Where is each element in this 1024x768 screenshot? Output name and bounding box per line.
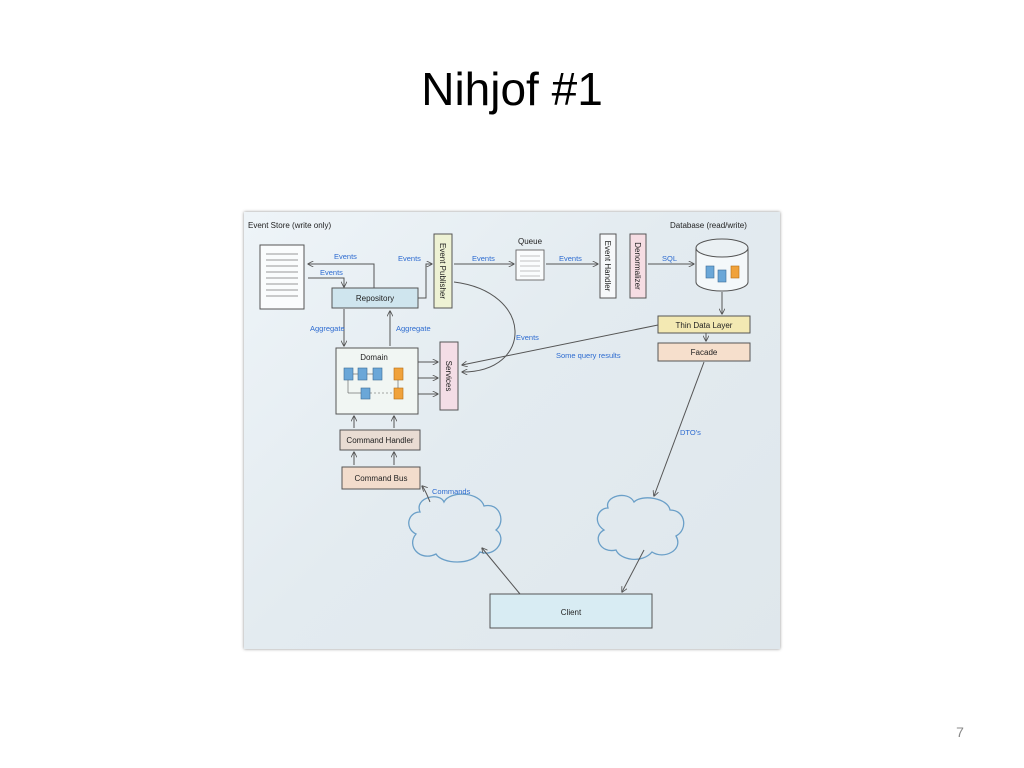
left-cloud [408, 493, 502, 563]
domain-box: Domain [335, 347, 419, 415]
domain-label: Domain [360, 353, 388, 362]
edge-label-events-store-top: Events [334, 252, 357, 261]
client-box: Client [489, 593, 653, 629]
architecture-diagram: Event Store (write only) Database (read/… [248, 221, 751, 629]
command-bus-box: Command Bus [341, 466, 421, 490]
connector-arrows [308, 264, 722, 595]
edge-label-events-store-bottom: Events [320, 268, 343, 277]
event-publisher-label: Event Publisher [438, 243, 447, 299]
edge-label-commands: Commands [432, 487, 471, 496]
edge-label-aggregate-left: Aggregate [310, 324, 345, 333]
services-label: Services [444, 361, 453, 392]
queue-label: Queue [518, 237, 543, 246]
slide-title: Nihjof #1 [421, 63, 603, 115]
denormalizer-box: Denormalizer [629, 233, 647, 299]
event-publisher-box: Event Publisher [433, 233, 453, 309]
thin-data-layer-label: Thin Data Layer [676, 321, 733, 330]
repository-label: Repository [356, 294, 394, 303]
event-store-document [259, 244, 305, 310]
command-handler-box: Command Handler [339, 429, 421, 451]
repository-box: Repository [331, 287, 419, 309]
edge-label-events-to-queue: Events [472, 254, 495, 263]
denormalizer-label: Denormalizer [633, 242, 642, 290]
facade-box: Facade [657, 342, 751, 362]
database-cylinder [695, 238, 749, 292]
command-bus-label: Command Bus [355, 474, 408, 483]
queue-document [515, 249, 545, 281]
edge-label-sql: SQL [662, 254, 677, 263]
client-label: Client [561, 608, 582, 617]
event-store-label: Event Store (write only) [248, 221, 331, 230]
slide-number: 7 [956, 724, 964, 740]
thin-data-layer-box: Thin Data Layer [657, 315, 751, 334]
edge-label-events-to-services: Events [516, 333, 539, 342]
event-handler-label: Event Handler [603, 241, 612, 292]
edge-label-dtos: DTO's [680, 428, 701, 437]
architecture-diagram-photo: Event Store (write only) Database (read/… [244, 212, 780, 649]
facade-label: Facade [691, 348, 718, 357]
edge-label-events-from-queue: Events [559, 254, 582, 263]
event-handler-box: Event Handler [599, 233, 617, 299]
right-cloud [596, 494, 685, 560]
edge-label-aggregate-right: Aggregate [396, 324, 431, 333]
edge-label-events-to-publisher: Events [398, 254, 421, 263]
database-label: Database (read/write) [670, 221, 747, 230]
edge-label-some-query-results: Some query results [556, 351, 621, 360]
services-box: Services [439, 341, 459, 411]
command-handler-label: Command Handler [346, 436, 413, 445]
